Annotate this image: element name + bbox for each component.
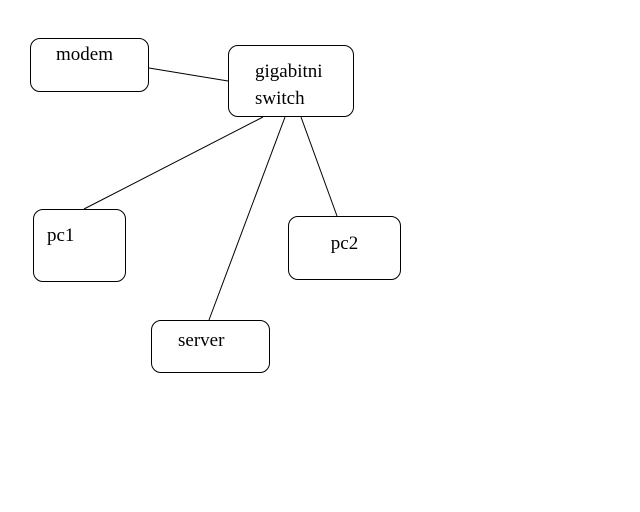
node-gigabitni-switch-label-line1: gigabitni (255, 61, 323, 82)
node-pc1-label: pc1 (47, 225, 75, 246)
node-pc2: pc2 (288, 216, 401, 280)
node-server-label: server (178, 330, 225, 351)
edge-switch-pc2 (300, 116, 338, 217)
node-pc2-label: pc2 (330, 233, 359, 254)
node-pc1: pc1 (33, 209, 126, 282)
edge-switch-pc1 (83, 116, 264, 210)
edge-switch-server (208, 116, 286, 321)
node-gigabitni-switch: gigabitni switch (228, 45, 354, 117)
node-gigabitni-switch-label-line2: switch (255, 88, 305, 109)
node-server: server (151, 320, 270, 373)
node-modem: modem (30, 38, 149, 92)
node-modem-label: modem (56, 44, 113, 65)
edge-modem-switch (148, 67, 229, 82)
